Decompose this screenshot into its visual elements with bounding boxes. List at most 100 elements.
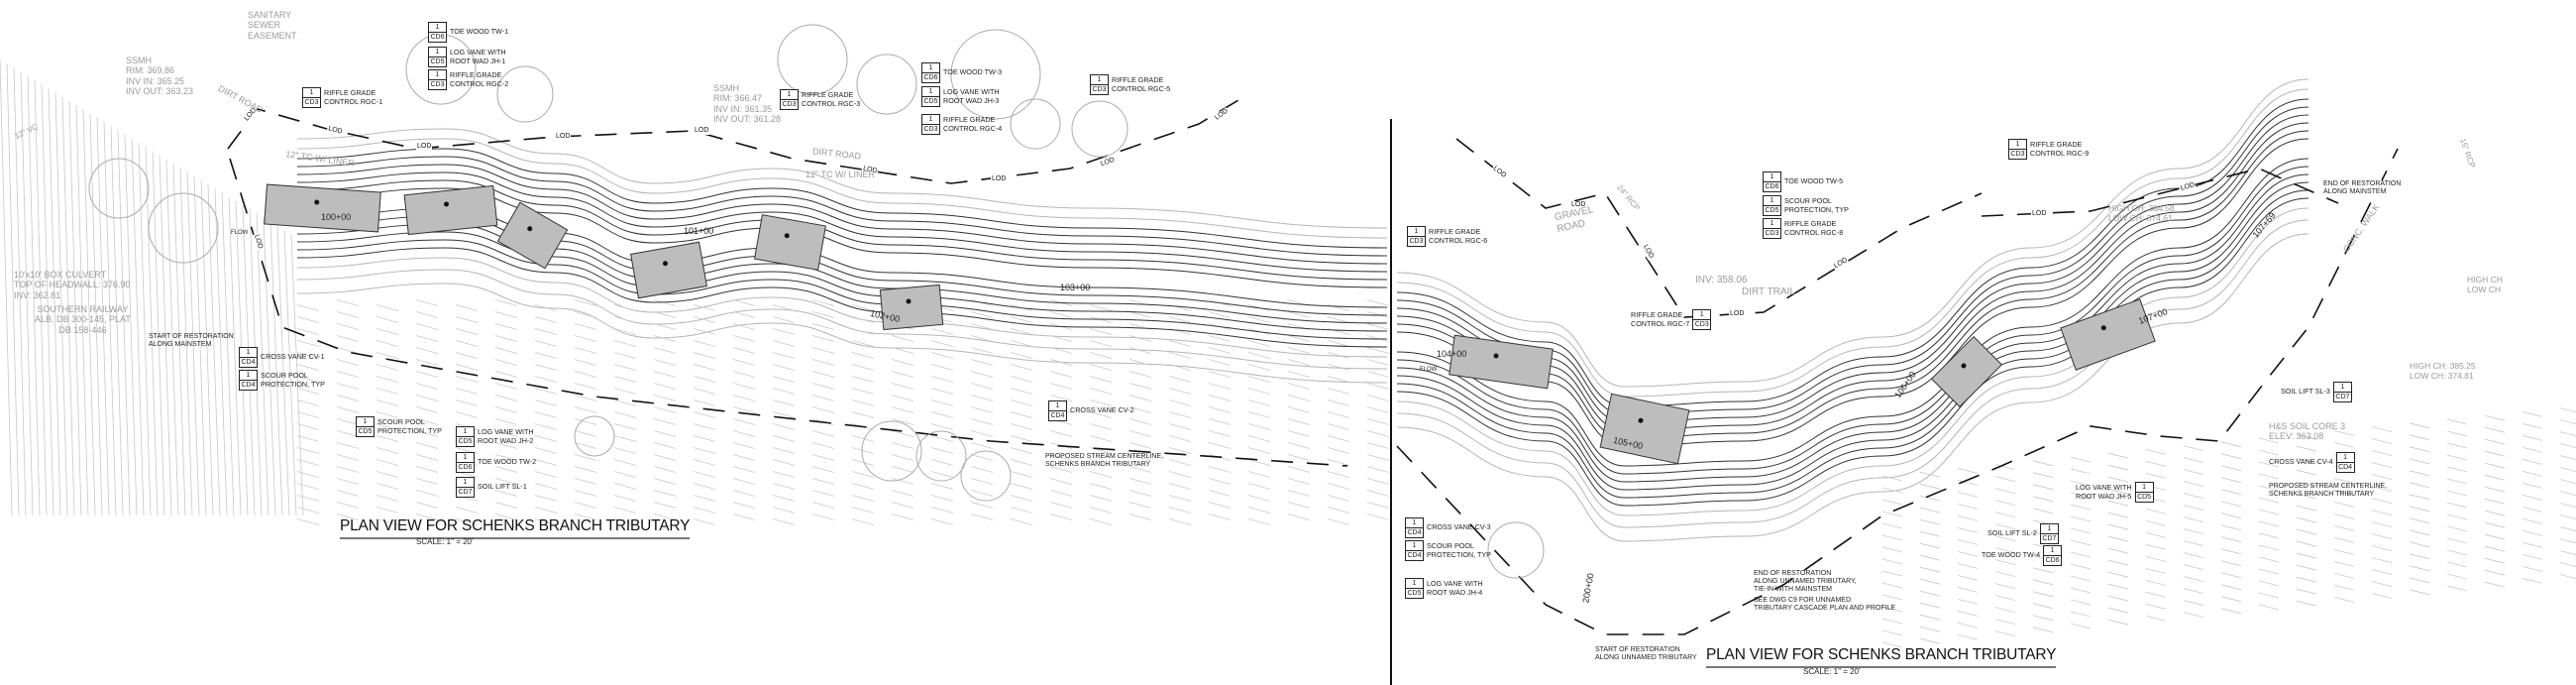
- dash-contour: [336, 490, 360, 497]
- dash-contour: [376, 328, 399, 335]
- dash-contour: [693, 316, 716, 323]
- dash-contour: [2070, 563, 2092, 570]
- dash-contour: [1128, 430, 1152, 437]
- dash-contour: [693, 364, 716, 371]
- dash-contour: [2032, 460, 2054, 467]
- dash-contour: [2446, 442, 2468, 449]
- dash-contour: [2371, 474, 2393, 480]
- hatch-line: [145, 147, 159, 516]
- dash-contour: [2183, 576, 2204, 582]
- dash-contour: [455, 400, 479, 406]
- dash-contour: [2333, 478, 2355, 484]
- sheet-number: CD5: [2135, 492, 2153, 501]
- dash-contour: [851, 447, 875, 454]
- dash-contour: [1881, 582, 1903, 589]
- plan-view-title: PLAN VIEW FOR SCHENKS BRANCH TRIBUTARY: [1706, 646, 2056, 668]
- dash-contour: [2446, 418, 2468, 425]
- dash-contour: [1957, 527, 1979, 533]
- sheet-number: CD5: [1764, 205, 1780, 214]
- dash-contour: [1327, 376, 1350, 383]
- dash-contour: [1010, 459, 1033, 466]
- dash-contour: [772, 459, 796, 466]
- dash-contour: [2220, 560, 2242, 567]
- dash-contour: [693, 400, 716, 406]
- dash-contour: [455, 507, 479, 514]
- dash-contour: [1247, 400, 1271, 406]
- dash-contour: [653, 395, 677, 401]
- dash-contour: [494, 502, 518, 509]
- hatch-line: [131, 138, 145, 516]
- dash-contour: [2107, 559, 2129, 566]
- dash-contour: [2409, 517, 2430, 524]
- dash-contour: [2559, 443, 2576, 449]
- contour-line: [296, 215, 1388, 316]
- dash-contour: [1089, 352, 1113, 359]
- dash-contour: [613, 495, 637, 502]
- contour-line: [1396, 197, 2309, 507]
- dash-contour: [1208, 478, 1232, 485]
- dash-contour: [1089, 471, 1113, 478]
- dash-contour: [336, 383, 360, 390]
- dash-contour: [1994, 512, 2016, 517]
- riffle-grade-control: [630, 241, 707, 299]
- contour-line: [1396, 233, 2309, 542]
- dash-contour: [1957, 539, 1979, 545]
- dash-contour: [1049, 383, 1073, 390]
- dash-contour: [653, 299, 677, 306]
- dash-contour: [930, 328, 954, 335]
- dash-contour: [732, 311, 756, 318]
- dash-contour: [1128, 311, 1152, 318]
- callout-label: CROSS VANE CV-3: [1427, 522, 1491, 532]
- dash-contour: [1128, 347, 1152, 354]
- dash-contour: [2107, 571, 2129, 578]
- lod-label: LOD: [416, 143, 433, 151]
- hatch-line: [172, 163, 186, 516]
- dash-contour: [1366, 466, 1390, 473]
- dash-contour: [2258, 604, 2280, 611]
- dash-contour: [2107, 476, 2129, 483]
- dash-contour: [2145, 473, 2167, 479]
- riffle-grade-control: [1449, 334, 1554, 390]
- sheet-number: CD3: [429, 79, 446, 88]
- dash-contour: [1994, 547, 2016, 553]
- sheet-number: CD6: [1764, 181, 1780, 190]
- dash-contour: [653, 347, 677, 354]
- riffle-point: [527, 226, 533, 232]
- contour-line: [1396, 106, 2309, 415]
- dash-contour: [1881, 546, 1903, 553]
- dash-contour: [534, 507, 558, 514]
- dash-contour: [1366, 406, 1390, 413]
- dash-contour: [732, 514, 756, 520]
- dash-contour: [693, 495, 716, 502]
- dash-contour: [1919, 602, 1941, 609]
- dash-contour: [970, 335, 994, 342]
- dash-contour: [653, 335, 677, 342]
- dash-contour: [613, 447, 637, 454]
- sheet-number: CD4: [240, 357, 257, 366]
- dash-contour: [1287, 347, 1311, 354]
- dash-contour: [2559, 514, 2576, 520]
- riffle-grade-control: [879, 284, 944, 331]
- dash-contour: [653, 418, 677, 425]
- dash-contour: [891, 395, 914, 401]
- dash-contour: [574, 383, 597, 390]
- dash-contour: [1919, 542, 1941, 549]
- hatch-line: [103, 121, 117, 516]
- dash-contour: [2220, 596, 2242, 603]
- dash-contour: [1327, 483, 1350, 490]
- dash-contour: [1208, 311, 1232, 318]
- dash-contour: [415, 359, 439, 366]
- dash-contour: [1010, 423, 1033, 430]
- dash-contour: [1010, 411, 1033, 418]
- dash-contour: [1089, 304, 1113, 311]
